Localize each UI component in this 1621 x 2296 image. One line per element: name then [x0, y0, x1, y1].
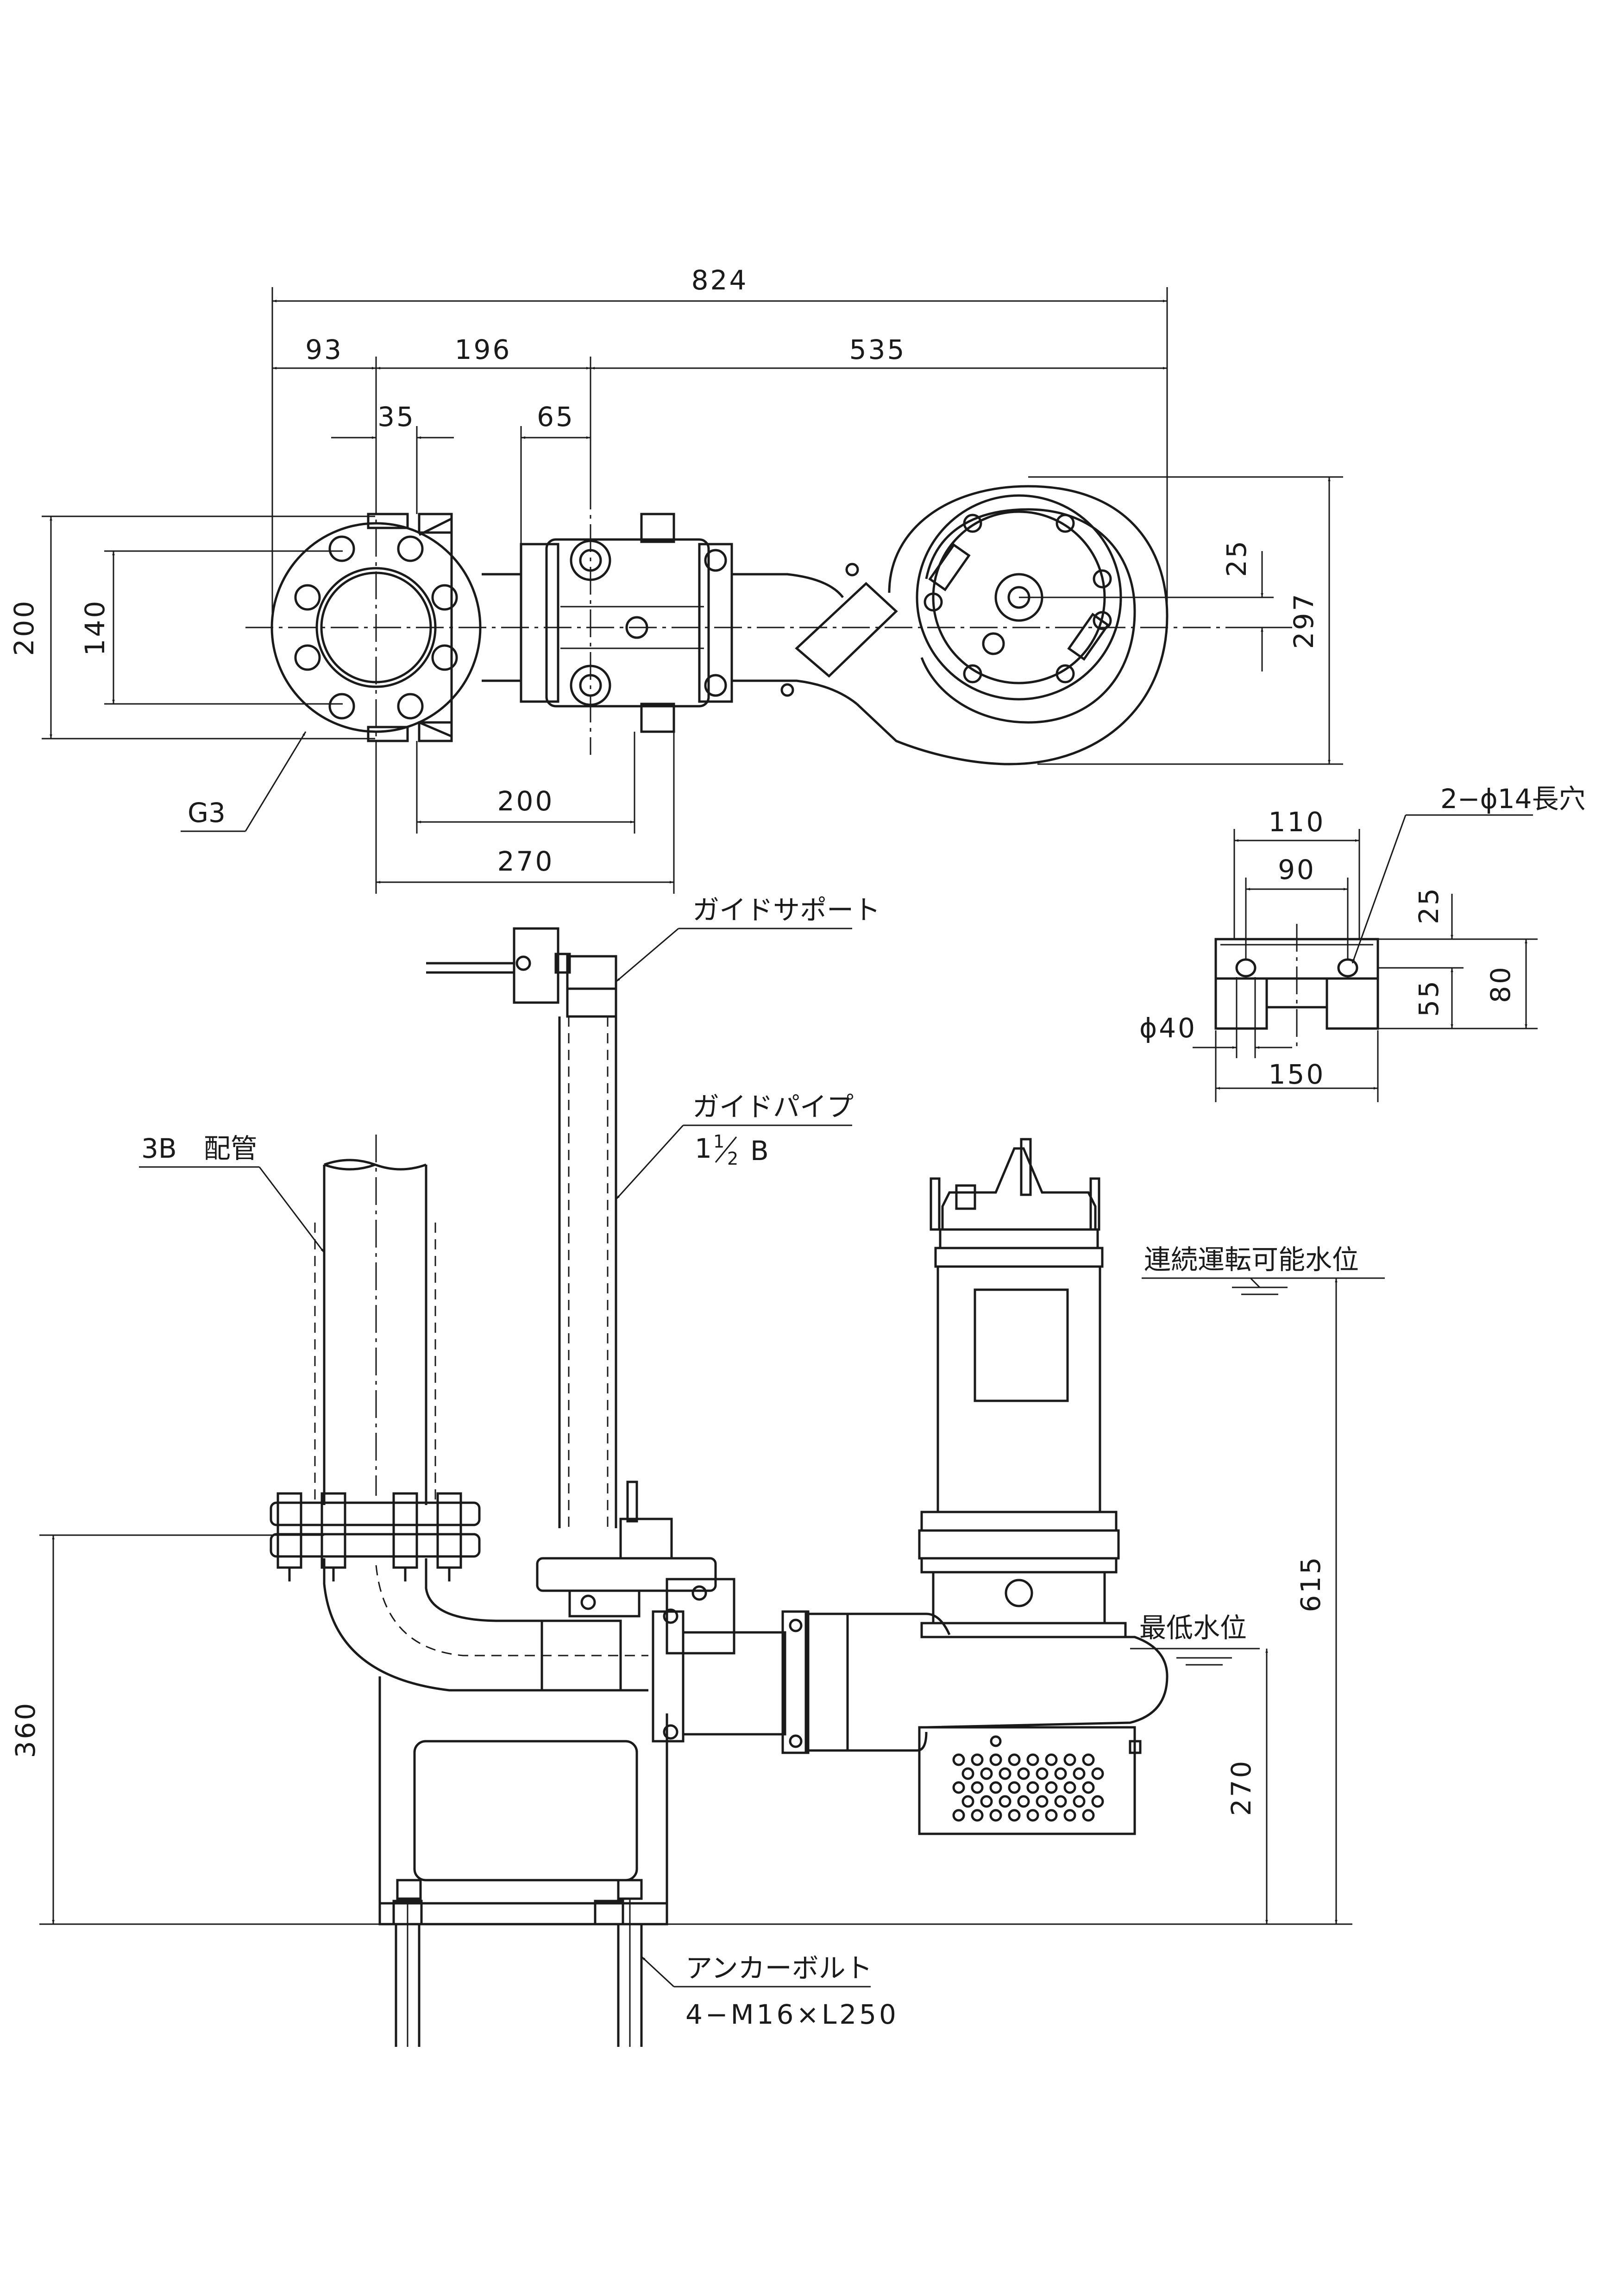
pump-plan-bolts	[924, 514, 1112, 684]
connecting-pipe	[698, 543, 898, 705]
guide-rail-block	[520, 513, 710, 733]
pipe-flanges	[270, 1492, 481, 1581]
dim-200-base: 200	[497, 785, 554, 817]
pipe-3b	[314, 1135, 436, 1505]
label-g3: G3	[188, 797, 226, 828]
dim-200-height: 200	[8, 599, 40, 656]
elbow-pipe	[323, 1558, 648, 1692]
dim-270-base: 270	[497, 846, 554, 877]
dim-615: 615	[1295, 1556, 1326, 1612]
guide-pipe-size-den: 2	[727, 1148, 738, 1169]
label-anchor-spec: 4−M16×L250	[685, 1999, 899, 2030]
guide-pipe-size: 1 1 2 B	[695, 1131, 769, 1169]
dim-535: 535	[849, 334, 906, 365]
elevation-view: 連続運転可能水位 最低水位 360 615 270 ガイドサポート ガイドパイプ	[10, 894, 1385, 2047]
guide-block-elevation	[536, 1480, 735, 1743]
dim-25-pump: 25	[1221, 539, 1252, 577]
elevation-labels: ガイドサポート ガイドパイプ 1 1 2 B 3B 配管 アンカーボルト 4−M…	[139, 894, 899, 2030]
base-detail-view: 110 90 150 ϕ40 25 55 80 2−ϕ14長穴	[1139, 783, 1586, 1102]
elevation-dimensions: 360 615 270	[10, 1278, 1352, 1925]
water-levels: 連続運転可能水位 最低水位	[1130, 1244, 1385, 1666]
dim-93: 93	[305, 334, 343, 365]
dim-110: 110	[1269, 806, 1326, 838]
dim-90: 90	[1278, 854, 1316, 885]
label-anchor-bolt: アンカーボルト	[685, 1952, 873, 1984]
guide-pipe-size-num: 1	[713, 1131, 724, 1152]
dim-150: 150	[1269, 1059, 1326, 1090]
discharge-flange	[270, 513, 482, 742]
label-guide-pipe: ガイドパイプ	[692, 1091, 854, 1123]
pump-discharge	[682, 1610, 951, 1754]
guide-pipes	[558, 1016, 617, 1528]
label-slot-note: 2−ϕ14長穴	[1440, 783, 1586, 815]
pump-elevation	[918, 1138, 1169, 1835]
suction-strainer-holes	[952, 1753, 1103, 1820]
dim-297: 297	[1288, 592, 1319, 649]
label-continuous-level: 連続運転可能水位	[1144, 1244, 1359, 1275]
dim-55: 55	[1413, 979, 1445, 1017]
guide-support	[426, 927, 617, 1018]
anchor-bolts	[395, 1879, 643, 2047]
guide-pipe-size-unit: B	[750, 1135, 769, 1167]
dim-80: 80	[1485, 965, 1516, 1003]
dim-270-height: 270	[1225, 1759, 1257, 1816]
dim-phi40: ϕ40	[1139, 1012, 1197, 1044]
flange-bolts	[294, 535, 458, 720]
dim-140: 140	[79, 599, 111, 656]
flange-bolt-stack	[276, 1492, 462, 1581]
dim-35: 35	[377, 401, 415, 433]
plan-view: 824 93 196 535 35 65 200 140	[8, 264, 1343, 894]
dim-360: 360	[10, 1701, 41, 1758]
plan-dimensions: 824 93 196 535 35 65 200 140	[8, 264, 1343, 894]
dim-196: 196	[455, 334, 512, 365]
pump-plan	[856, 485, 1169, 765]
label-guide-support: ガイドサポート	[692, 894, 880, 926]
label-min-level: 最低水位	[1139, 1612, 1247, 1644]
dim-824: 824	[691, 264, 748, 296]
discharge-base	[378, 1676, 668, 1926]
dim-65: 65	[537, 401, 575, 433]
dim-25-detail: 25	[1413, 886, 1445, 924]
label-pipe-3b: 3B 配管	[141, 1133, 258, 1164]
guide-pipe-size-main: 1	[695, 1133, 712, 1164]
